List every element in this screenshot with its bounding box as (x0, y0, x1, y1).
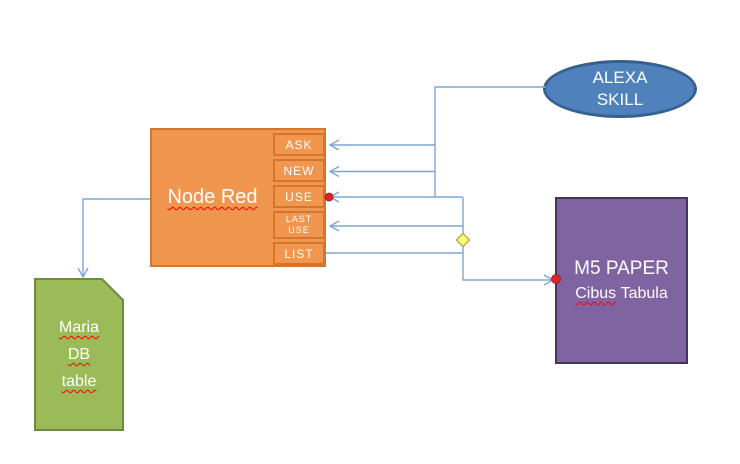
maria-db-label-line2: DB (67, 346, 91, 363)
m5-paper-title: M5 PAPER (574, 258, 669, 279)
m5-paper-subtitle-word1: Cibus (575, 285, 617, 302)
alexa-skill-ellipse: ALEXA SKILL (543, 60, 697, 118)
arrowhead-last-use-icon (328, 220, 340, 232)
glue-dot-use-icon (324, 192, 334, 202)
connector-alexa-trunk (434, 86, 546, 197)
arrowhead-use-icon (328, 191, 340, 203)
maria-db-label-line1: Maria (58, 319, 99, 336)
connector-to-maria (82, 198, 150, 276)
maria-db-shape (34, 278, 124, 431)
node-red-box: Node Red ASK NEW USE LAST USE LIST (150, 128, 326, 267)
port-use-label: USE (285, 189, 313, 204)
port-list-label: LIST (284, 246, 314, 261)
port-use: USE (273, 185, 325, 208)
port-new: NEW (273, 159, 325, 182)
port-ask-label: ASK (285, 137, 313, 152)
alexa-skill-label-line2: SKILL (596, 90, 644, 109)
m5-paper-subtitle-word2: Tabula (620, 285, 668, 302)
arrowhead-ask-icon (328, 139, 340, 151)
m5-paper-subtitle: Cibus Tabula (575, 282, 668, 306)
port-list: LIST (273, 242, 325, 265)
connector-m5-trunk (462, 197, 553, 281)
arrowhead-new-icon (328, 165, 340, 178)
maria-db-card: Maria DB table (34, 278, 124, 431)
arrowhead-maria-icon (77, 267, 89, 279)
arrowhead-m5-icon (543, 274, 555, 286)
glue-diamond-icon (455, 232, 471, 248)
m5-paper-box: M5 PAPER Cibus Tabula (555, 197, 688, 364)
port-last-use-label: LAST USE (285, 214, 313, 235)
port-last-use: LAST USE (273, 211, 325, 239)
port-new-label: NEW (283, 163, 315, 178)
alexa-skill-label-line1: ALEXA (592, 68, 648, 87)
node-red-label: Node Red (167, 186, 258, 208)
maria-db-label-line3: table (61, 373, 97, 390)
port-ask: ASK (273, 133, 325, 156)
maria-db-label: Maria DB table (34, 278, 124, 431)
